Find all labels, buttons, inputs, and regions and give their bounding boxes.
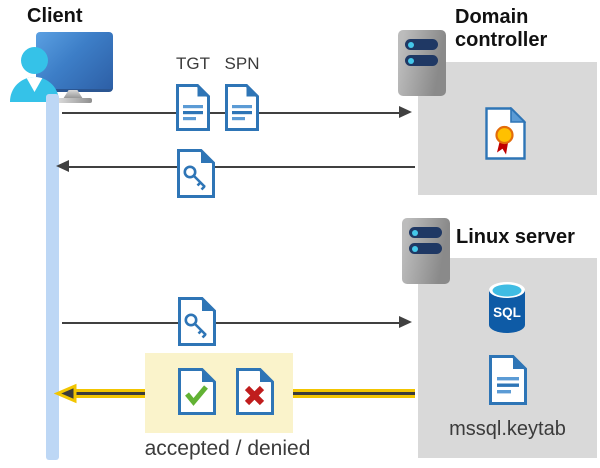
result-arrowhead-left bbox=[54, 383, 77, 404]
tgt-document-icon bbox=[176, 84, 210, 131]
server-drive-slot bbox=[409, 243, 442, 254]
key-document-icon bbox=[178, 297, 216, 346]
linux-server-label: Linux server bbox=[456, 226, 575, 248]
denied-document-icon bbox=[236, 368, 274, 415]
monitor-stand bbox=[63, 90, 83, 99]
response-arrow-line bbox=[68, 166, 415, 168]
linux-server-icon bbox=[402, 218, 450, 284]
sql-database-icon: SQL bbox=[486, 281, 528, 335]
monitor-stand-base bbox=[54, 98, 92, 103]
client-label: Client bbox=[27, 5, 83, 27]
server-drive-slot bbox=[405, 39, 438, 50]
person-icon bbox=[21, 47, 48, 74]
response-arrowhead-left bbox=[56, 160, 69, 172]
result-label: accepted / denied bbox=[144, 437, 311, 460]
client-timeline-bar bbox=[46, 94, 59, 460]
service-request-arrowhead-right bbox=[399, 316, 412, 328]
sql-label: SQL bbox=[493, 305, 521, 320]
person-collar bbox=[26, 77, 43, 92]
server-drive-slot bbox=[409, 227, 442, 238]
keytab-document-icon bbox=[489, 355, 527, 405]
key-document-icon bbox=[177, 149, 215, 198]
keytab-label: mssql.keytab bbox=[449, 418, 566, 440]
accepted-document-icon bbox=[178, 368, 216, 415]
certificate-icon bbox=[485, 107, 526, 160]
service-request-arrow-line bbox=[62, 322, 399, 324]
domain-controller-label: Domain controller bbox=[455, 6, 548, 51]
request-arrowhead-right bbox=[399, 106, 412, 118]
spn-document-icon bbox=[225, 84, 259, 131]
domain-controller-server-icon bbox=[398, 30, 446, 96]
spn-label: SPN bbox=[224, 54, 260, 73]
tgt-label: TGT bbox=[176, 54, 210, 73]
server-drive-slot bbox=[405, 55, 438, 66]
